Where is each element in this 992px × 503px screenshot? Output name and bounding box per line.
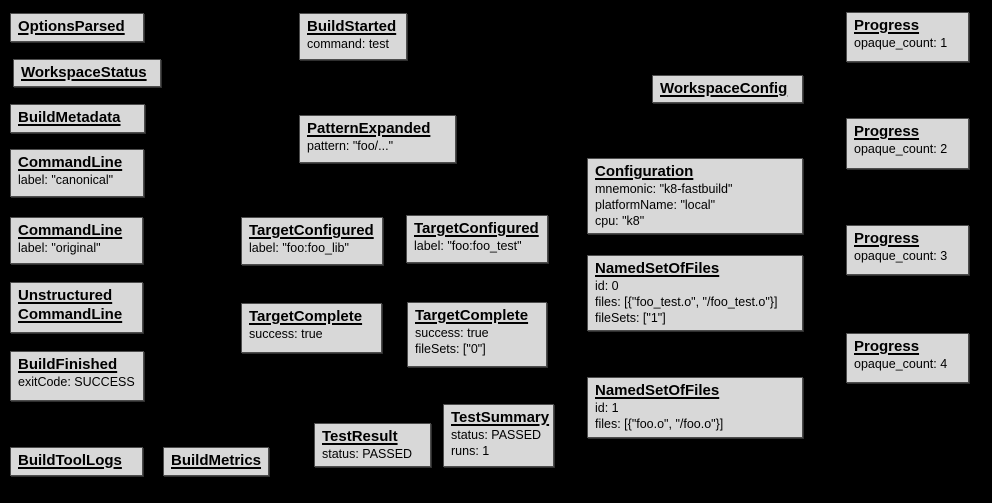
node-field: label: "canonical" <box>18 173 114 187</box>
node-title: TestSummary <box>451 409 550 426</box>
node-field: success: true <box>249 327 323 341</box>
node-test-result: TestResult status: PASSED <box>314 423 431 467</box>
node-title: BuildFinished <box>18 356 118 373</box>
node-title: Configuration <box>595 163 694 180</box>
node-title: TestResult <box>322 428 398 445</box>
node-named-set-of-files-1: NamedSetOfFiles id: 1 files: [{"foo.o", "/… <box>587 377 803 438</box>
node-command-line-original: CommandLine label: "original" <box>10 217 143 264</box>
node-title: BuildMetadata <box>18 109 121 126</box>
node-field: command: test <box>307 37 389 51</box>
node-options-parsed: OptionsParsed <box>10 13 144 42</box>
node-field: mnemonic: "k8-fastbuild" <box>595 182 733 196</box>
node-field: opaque_count: 3 <box>854 249 948 263</box>
node-progress-2: Progress opaque_count: 2 <box>846 118 969 169</box>
node-command-line-canonical: CommandLine label: "canonical" <box>10 149 144 197</box>
node-unstructured-command-line: Unstructured CommandLine <box>10 282 143 333</box>
node-progress-1: Progress opaque_count: 1 <box>846 12 969 62</box>
node-title: TargetConfigured <box>249 222 374 239</box>
node-field: runs: 1 <box>451 444 490 458</box>
node-named-set-of-files-0: NamedSetOfFiles id: 0 files: [{"foo_test.o… <box>587 255 803 331</box>
node-workspace-status: WorkspaceStatus <box>13 59 161 87</box>
node-title: NamedSetOfFiles <box>595 260 720 277</box>
node-field: status: PASSED <box>451 428 542 442</box>
node-field: files: [{"foo_test.o", "/foo_test.o"}] <box>595 295 778 309</box>
node-field: cpu: "k8" <box>595 214 645 228</box>
node-title: TargetConfigured <box>414 220 539 237</box>
node-title: TargetComplete <box>249 308 363 325</box>
node-title: Progress <box>854 230 920 247</box>
node-test-summary: TestSummary status: PASSED runs: 1 <box>443 404 554 467</box>
node-field: status: PASSED <box>322 447 413 461</box>
node-field: opaque_count: 1 <box>854 36 948 50</box>
node-title: BuildStarted <box>307 18 397 35</box>
node-field: opaque_count: 2 <box>854 142 948 156</box>
node-title: Unstructured CommandLine <box>18 287 123 323</box>
node-workspace-config: WorkspaceConfig <box>652 75 803 103</box>
node-progress-3: Progress opaque_count: 3 <box>846 225 969 275</box>
node-title: Progress <box>854 338 920 355</box>
node-field: fileSets: ["1"] <box>595 311 666 325</box>
node-title: NamedSetOfFiles <box>595 382 720 399</box>
node-field: exitCode: SUCCESS <box>18 375 135 389</box>
node-field: label: "foo:foo_test" <box>414 239 522 253</box>
node-build-started: BuildStarted command: test <box>299 13 407 60</box>
node-field: pattern: "foo/..." <box>307 139 394 153</box>
node-title: CommandLine <box>18 222 123 239</box>
node-field: success: true <box>415 326 489 340</box>
node-title: CommandLine <box>18 154 123 171</box>
node-pattern-expanded: PatternExpanded pattern: "foo/..." <box>299 115 456 163</box>
node-title: PatternExpanded <box>307 120 431 137</box>
node-target-configured-foo-lib: TargetConfigured label: "foo:foo_lib" <box>241 217 383 265</box>
node-field: opaque_count: 4 <box>854 357 948 371</box>
node-title: OptionsParsed <box>18 18 125 35</box>
node-field: fileSets: ["0"] <box>415 342 486 356</box>
node-build-metrics: BuildMetrics <box>163 447 269 476</box>
node-build-finished: BuildFinished exitCode: SUCCESS <box>10 351 144 401</box>
node-title: Progress <box>854 123 920 140</box>
node-progress-4: Progress opaque_count: 4 <box>846 333 969 383</box>
node-target-configured-foo-test: TargetConfigured label: "foo:foo_test" <box>406 215 548 263</box>
node-field: label: "foo:foo_lib" <box>249 241 349 255</box>
node-title: WorkspaceConfig <box>660 80 788 97</box>
node-title: BuildMetrics <box>171 452 262 469</box>
node-target-complete-foo-lib: TargetComplete success: true <box>241 303 382 353</box>
node-title: BuildToolLogs <box>18 452 122 469</box>
node-title: TargetComplete <box>415 307 529 324</box>
node-configuration: Configuration mnemonic: "k8-fastbuild" pla… <box>587 158 803 234</box>
node-build-tool-logs: BuildToolLogs <box>10 447 143 476</box>
node-field: platformName: "local" <box>595 198 716 212</box>
node-field: files: [{"foo.o", "/foo.o"}] <box>595 417 724 431</box>
node-field: label: "original" <box>18 241 101 255</box>
node-title: Progress <box>854 17 920 34</box>
node-field: id: 1 <box>595 401 619 415</box>
node-build-metadata: BuildMetadata <box>10 104 145 133</box>
node-field: id: 0 <box>595 279 619 293</box>
node-title: WorkspaceStatus <box>21 64 147 81</box>
node-target-complete-foo-test: TargetComplete success: true fileSets: ["0… <box>407 302 547 367</box>
